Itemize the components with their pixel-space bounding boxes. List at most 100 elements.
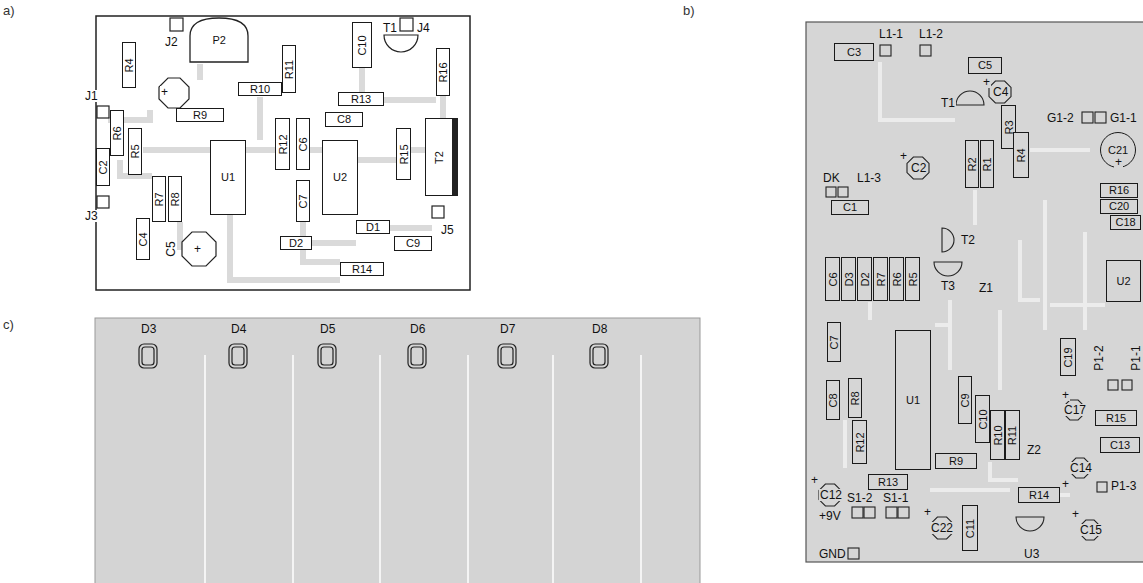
component-outline: R16: [436, 48, 450, 96]
part-label: C5: [164, 240, 176, 257]
component-outline: R11: [282, 45, 296, 93]
part-designator: R6: [112, 126, 123, 140]
part-designator: C2: [97, 160, 108, 174]
part-label: +: [1061, 389, 1070, 401]
component-outline: C13: [1100, 437, 1140, 453]
part-designator: C10: [357, 35, 368, 55]
part-designator: C13: [1110, 440, 1130, 451]
part-label: S1-2: [846, 492, 873, 504]
component-outline: T2: [425, 118, 458, 196]
part-label: +: [899, 150, 908, 162]
board-c: [95, 318, 700, 583]
component-outline: R4: [1013, 132, 1029, 178]
part-designator: R9: [949, 456, 963, 467]
component-outline: P2: [188, 16, 250, 64]
component-outline: C11: [962, 505, 978, 551]
component-outline: R1: [980, 140, 994, 188]
copper-traces: [845, 62, 1105, 495]
component-outline: R13: [868, 474, 908, 490]
part-label: J3: [84, 210, 99, 222]
component-outline: C18: [1110, 215, 1141, 230]
part-label: J2: [164, 36, 179, 48]
part-label: C17: [1063, 404, 1087, 416]
part-designator: P2: [213, 35, 226, 46]
part-designator: R12: [854, 432, 865, 452]
component-outline: R7: [152, 176, 166, 222]
part-designator: C20: [1109, 201, 1129, 212]
component-outline: C10: [975, 395, 990, 443]
part-designator: C3: [847, 47, 861, 58]
part-designator: T2: [433, 151, 444, 164]
part-label: T1: [382, 22, 398, 34]
part-designator: C11: [965, 518, 976, 537]
part-designator: C18: [1116, 217, 1136, 228]
part-label: P1-3: [1110, 480, 1137, 492]
component-outline: C1: [831, 200, 869, 215]
part-designator: C8: [828, 393, 839, 407]
component-outline: R7: [873, 257, 888, 301]
part-label: U3: [1023, 548, 1040, 560]
component-outline: C8: [826, 380, 840, 420]
part-designator: D3: [843, 272, 854, 286]
component-outline: C19: [1060, 338, 1076, 376]
part-label: D6: [409, 323, 426, 335]
component-outline: U2: [1106, 260, 1141, 302]
part-label: P1-2: [1092, 344, 1104, 371]
part-label: +: [1061, 478, 1070, 490]
board-b: [806, 22, 1143, 562]
part-designator: U1: [221, 172, 235, 183]
board-outline: [806, 22, 1143, 562]
component-outline: R12: [852, 420, 867, 464]
component-outline: D1: [356, 220, 390, 234]
part-label: J1: [84, 90, 99, 102]
part-designator: D2: [289, 238, 303, 249]
part-designator: C21: [1108, 145, 1128, 156]
component-outline: U1: [210, 140, 246, 215]
part-designator: R7: [154, 192, 165, 206]
part-label: L1-2: [918, 28, 944, 40]
part-label: +: [1071, 508, 1080, 520]
board-outline: [96, 16, 470, 290]
part-label: +: [160, 86, 169, 98]
part-designator: C10: [977, 409, 988, 429]
component-outline: R5: [128, 128, 142, 175]
part-designator: C7: [298, 194, 309, 208]
component-outline: C9: [958, 376, 972, 424]
part-label: DK: [822, 172, 841, 184]
board-a: [96, 16, 470, 290]
part-designator: R12: [277, 134, 288, 154]
panel-letter: b): [682, 4, 696, 17]
component-outline: R16: [1100, 183, 1138, 198]
part-designator: R8: [170, 192, 181, 206]
part-label: J5: [440, 224, 455, 236]
component-outline: C10: [352, 22, 372, 68]
part-designator: R14: [1029, 490, 1049, 501]
part-label: L1-3: [856, 172, 882, 184]
part-label: C2: [910, 162, 927, 174]
part-designator: R5: [130, 144, 141, 158]
component-outline: C7: [827, 322, 841, 362]
component-outline: R8: [848, 378, 862, 418]
part-label: +: [923, 506, 932, 518]
copper-traces: [108, 64, 443, 280]
part-label: +: [810, 474, 819, 486]
part-label: D7: [499, 323, 516, 335]
component-outline: R6: [889, 257, 904, 301]
component-outline: C5: [968, 57, 1002, 74]
part-label: Z2: [1026, 444, 1042, 456]
part-designator: R1: [981, 157, 992, 171]
part-designator: R14: [352, 264, 372, 275]
component-outline: R14: [340, 262, 384, 276]
part-label: D4: [230, 323, 247, 335]
part-designator: C4: [138, 232, 149, 246]
part-label: P1-1: [1129, 344, 1141, 371]
component-outline: D2: [857, 257, 872, 301]
part-label: D3: [140, 323, 157, 335]
part-label: GND: [818, 548, 847, 560]
component-outline: C8: [325, 112, 363, 127]
part-designator: R15: [398, 144, 409, 164]
part-label: T2: [960, 234, 976, 246]
part-designator: R10: [250, 84, 270, 95]
part-designator: D2: [859, 272, 870, 286]
part-label: +: [982, 76, 991, 88]
